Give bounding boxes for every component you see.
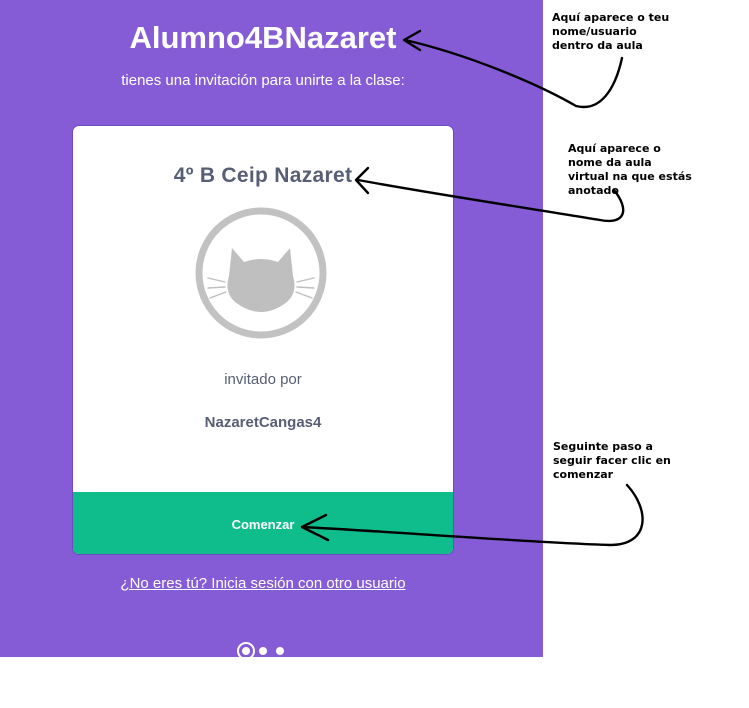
pagination-dot[interactable]	[259, 647, 267, 655]
annotation-line: seguir facer clic en	[553, 454, 671, 467]
annotation-line: comenzar	[553, 468, 614, 481]
invited-by-label: invitado por	[224, 371, 302, 388]
annotation-line: virtual na que estás	[568, 170, 692, 183]
switch-user-link[interactable]: ¿No eres tú? Inicia sesión con otro usua…	[120, 575, 406, 592]
pagination-dot[interactable]	[276, 647, 284, 655]
annotation-line: Aquí aparece o	[568, 142, 661, 155]
inviter-name: NazaretCangas4	[204, 414, 322, 431]
cat-icon	[195, 207, 327, 339]
pagination-dot-active-inner	[242, 647, 250, 655]
annotation-class: Aquí aparece o nome da aula virtual na q…	[568, 142, 708, 198]
start-button[interactable]: Comenzar	[73, 492, 453, 554]
page-title-username: Alumno4BNazaret	[129, 20, 397, 55]
invitation-text: tienes una invitación para unirte a la c…	[121, 72, 405, 89]
annotation-line: dentro da aula	[552, 39, 643, 52]
invitation-card: 4º B Ceip Nazaret invitado por NazaretCa…	[72, 125, 454, 555]
annotation-button: Seguinte paso a seguir facer clic en com…	[553, 440, 703, 482]
annotation-line: Aquí aparece o teu	[552, 11, 670, 24]
pagination-dot-active[interactable]	[237, 642, 255, 660]
annotation-line: nome/usuario	[552, 25, 637, 38]
annotation-username: Aquí aparece o teu nome/usuario dentro d…	[552, 11, 712, 53]
annotation-line: nome da aula	[568, 156, 652, 169]
annotation-line: anotado	[568, 184, 619, 197]
class-name: 4º B Ceip Nazaret	[173, 164, 353, 187]
annotation-line: Seguinte paso a	[553, 440, 653, 453]
